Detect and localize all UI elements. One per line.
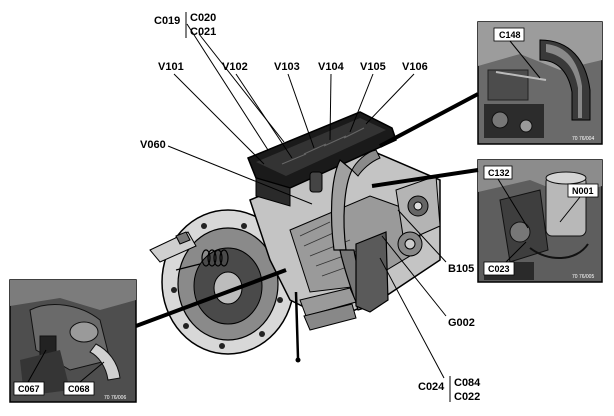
spring-coil [201,249,229,267]
label-c084: C084 [454,377,481,389]
inset-connector-bottom [135,268,287,328]
leader-lines [167,23,447,379]
inset-tag: 70 76/005 [572,274,594,280]
inset-connector-top [379,92,479,148]
label-c067: C067 [18,384,40,394]
label-b105: B105 [448,263,474,275]
label-c068: C068 [68,384,90,394]
label-v106: V106 [402,61,428,73]
label-v060: V060 [140,139,166,151]
inset-connector-middle [371,168,479,188]
label-c021: C021 [190,26,216,38]
oil-pan [355,231,389,313]
label-v104: V104 [318,61,345,73]
label-c022: C022 [454,391,480,403]
inset-middle-right: C132 N001 C023 70 76/005 [477,159,603,283]
dipstick [294,291,300,359]
label-v102: V102 [222,61,248,73]
label-c020: C020 [190,12,216,24]
label-c023: C023 [488,264,510,274]
label-n001: N001 [572,186,594,196]
inset-top-right: C148 70 76/004 [477,21,603,145]
label-c132: C132 [488,168,510,178]
inset-bottom-left: C067 C068 70 76/006 [9,279,137,403]
label-c024: C024 [418,381,445,393]
label-v101: V101 [158,61,184,73]
inset-tag: 70 76/004 [572,136,594,142]
label-v105: V105 [360,61,386,73]
label-g002: G002 [448,317,475,329]
label-v103: V103 [274,61,300,73]
label-c019: C019 [154,15,180,27]
label-c148: C148 [499,30,521,40]
inset-tag: 70 76/006 [104,395,126,401]
callout-labels: C019 C020 C021 V101 V102 V103 V104 V105 … [140,12,481,403]
engine-illustration [149,111,441,363]
sensor-cylinder [309,171,323,193]
